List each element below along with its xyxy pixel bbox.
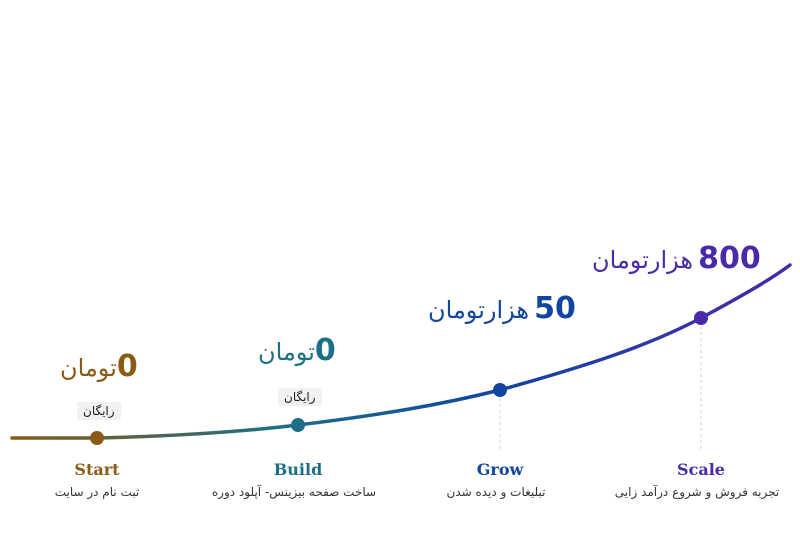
stage-name-build: Build bbox=[273, 460, 323, 479]
price-unit: تومان bbox=[60, 354, 117, 382]
price-build: 0تومان bbox=[258, 336, 336, 366]
free-badge-start: رایگان bbox=[77, 402, 121, 421]
price-number: 0 bbox=[116, 349, 138, 384]
stage-name-grow: Grow bbox=[476, 460, 524, 479]
price-number: 50 bbox=[534, 291, 576, 326]
free-badge-build: رایگان bbox=[278, 388, 322, 407]
price-unit: تومان bbox=[258, 338, 315, 366]
stage-desc-build: ساخت صفحه بیزینس- آپلود دوره bbox=[211, 485, 377, 499]
stage-dot-build bbox=[291, 418, 305, 432]
price-grow: 50 هزارتومان bbox=[428, 294, 576, 324]
stage-dot-scale bbox=[694, 311, 708, 325]
stage-name-start: Start bbox=[74, 460, 120, 479]
stage-desc-grow: تبلیغات و دیده شدن bbox=[446, 485, 546, 499]
stage-desc-start: ثبت نام در سایت bbox=[54, 485, 140, 499]
price-number: 800 bbox=[698, 241, 761, 276]
stage-dot-grow bbox=[493, 383, 507, 397]
price-unit: هزارتومان bbox=[428, 296, 530, 324]
price-scale: 800 هزارتومان bbox=[592, 244, 761, 274]
growth-curve bbox=[10, 263, 792, 440]
stage-dot-start bbox=[90, 431, 104, 445]
stage-desc-scale: تجربه فروش و شروع درآمد زایی bbox=[614, 485, 780, 499]
stage-name-scale: Scale bbox=[677, 460, 725, 479]
price-unit: هزارتومان bbox=[592, 246, 694, 274]
price-number: 0 bbox=[314, 333, 336, 368]
price-start: 0تومان bbox=[60, 352, 138, 382]
